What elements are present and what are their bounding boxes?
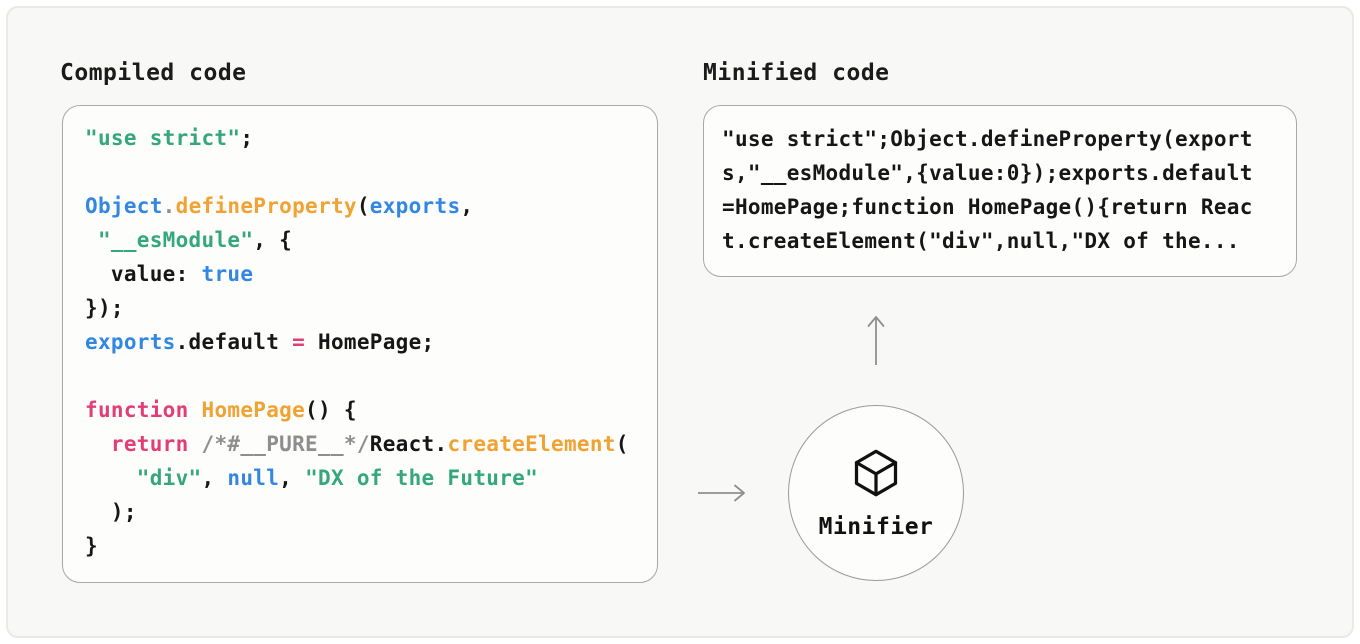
minifier-label: Minifier xyxy=(818,513,934,540)
minified-code-title: Minified code xyxy=(703,60,890,86)
minifier-node: Minifier xyxy=(788,405,964,581)
code-line: function HomePage() { xyxy=(85,398,357,422)
code-line xyxy=(85,155,635,189)
minified-code-box: "use strict";Object.defineProperty(expor… xyxy=(703,105,1297,277)
code-line: =HomePage;function HomePage(){return Rea… xyxy=(722,195,1253,219)
code-line: "__esModule", { xyxy=(97,228,293,252)
code-line: t.createElement("div",null,"DX of the... xyxy=(722,229,1240,253)
cube-icon xyxy=(850,447,902,503)
code-line: "use strict";Object.defineProperty(expor… xyxy=(722,127,1253,151)
code-line: } xyxy=(85,534,98,558)
code-line: "use strict"; xyxy=(85,126,254,150)
code-line: "div", null, "DX of the Future" xyxy=(136,466,539,490)
code-line xyxy=(85,359,635,393)
arrow-up-icon xyxy=(866,311,886,371)
code-line: exports.default = HomePage; xyxy=(85,330,435,354)
code-line: s,"__esModule",{value:0});exports.defaul… xyxy=(722,161,1253,185)
code-line: value: true xyxy=(85,262,254,286)
code-line: }); xyxy=(85,296,124,320)
code-line: return /*#__PURE__*/React.createElement( xyxy=(110,432,629,456)
code-line: ); xyxy=(85,500,137,524)
code-line: Object.defineProperty(exports, xyxy=(85,194,474,218)
compiled-code-box: "use strict"; Object.defineProperty(expo… xyxy=(62,105,658,583)
arrow-right-icon xyxy=(696,483,750,507)
compiled-code-title: Compiled code xyxy=(60,60,247,86)
